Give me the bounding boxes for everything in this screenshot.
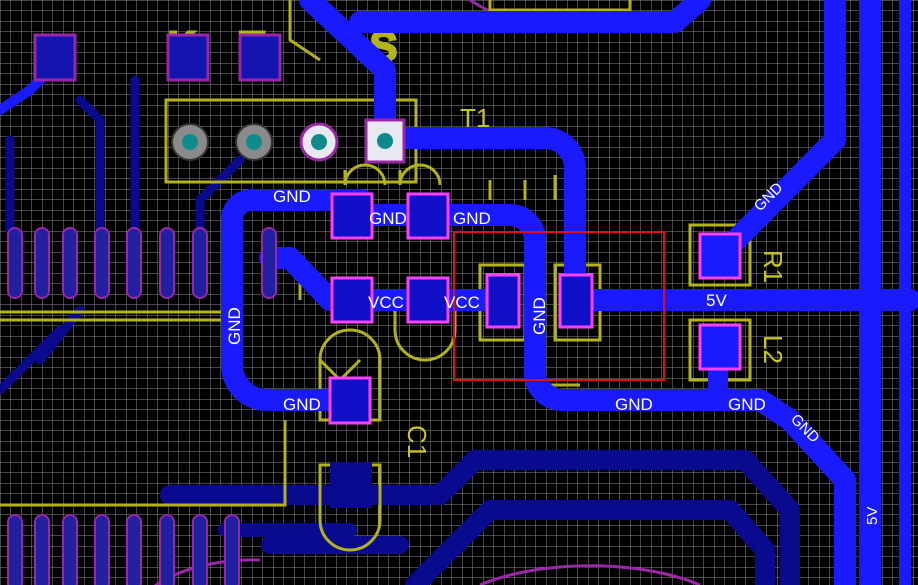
top-trace-upper[interactable] — [349, 0, 711, 33]
net-label-5v-pad: 5V — [706, 291, 727, 310]
net-label-vcc-cap-left: VCC — [368, 293, 404, 312]
gnd-trace-5v-reg[interactable] — [707, 0, 846, 269]
pad-r1[interactable] — [698, 232, 742, 280]
ic-pin-row-lower[interactable] — [7, 514, 240, 585]
header-top-trace[interactable] — [299, 0, 396, 149]
pad-gnd-cap1[interactable] — [330, 192, 374, 240]
gnd-trace-main[interactable] — [221, 189, 373, 411]
ic-pin-row-upper[interactable] — [7, 227, 277, 299]
net-label-gnd-left-vertical: GND — [225, 307, 244, 345]
header-pin4-trace[interactable] — [374, 127, 918, 311]
net-label-vcc-cap-right: VCC — [444, 293, 480, 312]
net-label-gnd-c1: GND — [283, 395, 321, 414]
smd-pads[interactable] — [328, 192, 742, 425]
net-label-gnd-bottom-mid: GND — [615, 395, 653, 414]
pad-vcc-cap1[interactable] — [330, 276, 374, 324]
pad-reg-in[interactable] — [485, 273, 521, 329]
net-label-gnd-cap-left: GND — [369, 209, 407, 228]
selection-highlight-box — [453, 231, 665, 381]
pad-c1-top[interactable] — [328, 376, 372, 425]
designator-r1: R1 — [758, 250, 788, 283]
pad-reg-out[interactable] — [558, 273, 594, 329]
pad-c1-bottom[interactable] — [330, 462, 372, 508]
net-label-gnd-header: GND — [273, 187, 311, 206]
designator-c1: C1 — [402, 425, 432, 458]
net-label-gnd-regulator-vertical: GND — [530, 297, 549, 335]
pad-gnd-cap2[interactable] — [406, 192, 450, 240]
net-label-gnd-bottom-right: GND — [728, 395, 766, 414]
gnd-trace-cap-link[interactable] — [349, 204, 856, 585]
connector-pads-top[interactable] — [33, 33, 282, 82]
pad-l2[interactable] — [698, 323, 742, 371]
pad-vcc-cap2[interactable] — [406, 276, 450, 324]
net-label-gnd-reg-top: GND — [453, 209, 491, 228]
bottom-layer-copper — [0, 75, 800, 585]
net-label-5v-rail: 5V — [864, 507, 881, 525]
designator-l2: L2 — [758, 335, 788, 364]
header-pads[interactable] — [171, 118, 406, 164]
